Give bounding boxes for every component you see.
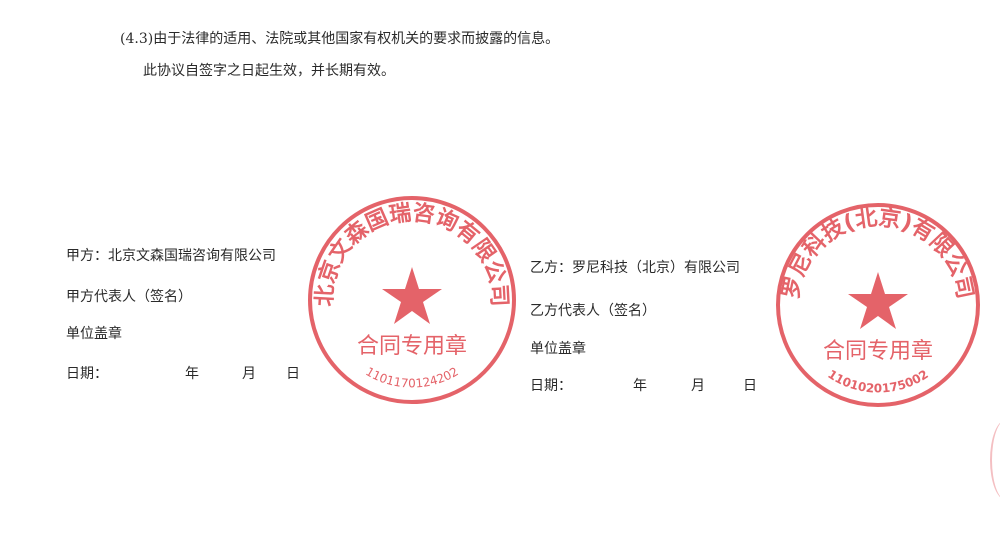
party-a-month: 月 <box>242 366 256 382</box>
effective-clause: 此协议自签字之日起生效，并长期有效。 <box>143 63 395 79</box>
stamp-a-type: 合同专用章 <box>357 334 467 359</box>
party-a-seal: 单位盖章 <box>66 326 122 342</box>
party-b-day: 日 <box>743 378 757 394</box>
party-b-rep: 乙方代表人（签名） <box>530 303 656 319</box>
party-a-date-label: 日期： <box>66 366 108 382</box>
party-b-name: 乙方：罗尼科技（北京）有限公司 <box>530 260 740 276</box>
party-a-rep: 甲方代表人（签名） <box>66 289 192 305</box>
stamp-a-number: 1101170124202 <box>363 364 461 390</box>
stamp-b-type: 合同专用章 <box>823 339 933 364</box>
party-a-day: 日 <box>286 366 300 382</box>
star-icon <box>382 267 442 324</box>
party-b-year: 年 <box>633 378 647 394</box>
party-b-date-label: 日期： <box>530 378 572 394</box>
party-a-year: 年 <box>185 366 199 382</box>
party-b-month: 月 <box>691 378 705 394</box>
party-a-company-stamp: 北京文森国瑞咨询有限公司 合同专用章 1101170124202 <box>308 196 516 404</box>
party-b-company-stamp: 罗尼科技(北京)有限公司 合同专用章 1101020175002 <box>776 203 980 407</box>
partial-stamp-edge <box>990 420 1000 500</box>
clause-4-3: (4.3)由于法律的适用、法院或其他国家有权机关的要求而披露的信息。 <box>120 31 560 47</box>
stamp-b-number: 1101020175002 <box>825 367 930 395</box>
party-b-seal: 单位盖章 <box>530 341 586 357</box>
star-icon <box>848 272 908 329</box>
party-a-name: 甲方：北京文森国瑞咨询有限公司 <box>66 248 276 264</box>
